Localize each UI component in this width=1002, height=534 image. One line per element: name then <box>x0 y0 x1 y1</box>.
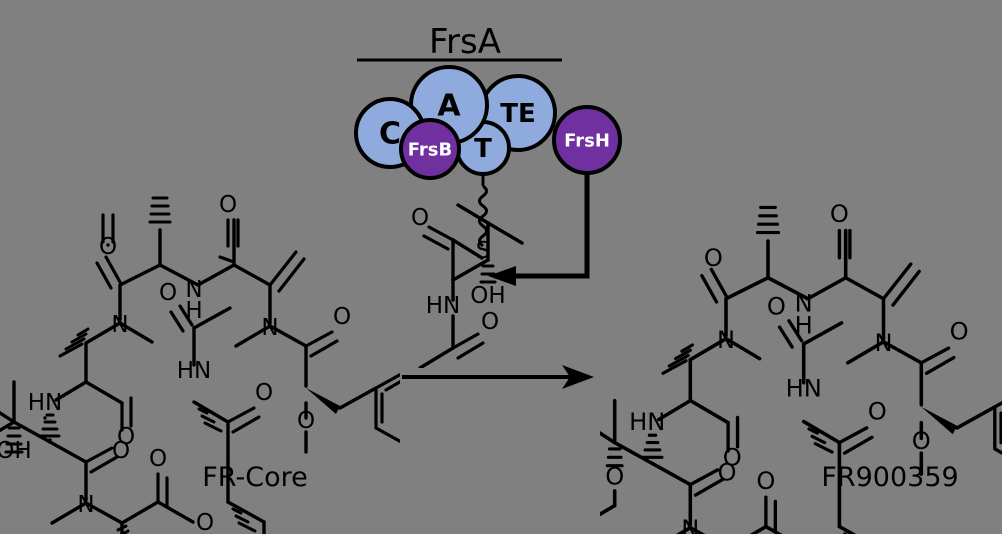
domain-circles <box>354 65 622 180</box>
atom-label-h: H <box>185 298 202 324</box>
atom-label-n: N <box>874 329 892 357</box>
frsh-arrow-head <box>488 266 516 286</box>
product-name-label: FR900359 <box>790 462 990 493</box>
substrate-name-label: FR-Core <box>175 462 335 493</box>
atom-label-nh: N <box>795 289 813 317</box>
domain-label-c: C <box>379 117 401 152</box>
atom-label-n: N <box>717 326 735 354</box>
atom-label-o: O <box>219 192 237 218</box>
atom-label-o: O <box>481 309 499 335</box>
atom-label-oh: OH <box>470 283 505 309</box>
atom-label-o: O <box>767 293 786 321</box>
domain-label-frsb: FrsB <box>408 139 452 160</box>
atom-label-o: O <box>830 200 849 228</box>
atom-label-o: O <box>333 304 351 330</box>
atom-label-o: O <box>704 244 723 272</box>
product-structure-fr900359: O N HN O O O N H O O O O HN O O N H N O … <box>600 200 1002 534</box>
atom-label-oh: OH <box>0 438 32 464</box>
atom-label-n: N <box>111 312 128 338</box>
tethered-substrate-structure <box>418 203 524 368</box>
domain-label-a: A <box>437 89 461 124</box>
atom-label-o: O <box>912 427 931 455</box>
atom-label-o: O <box>723 444 742 472</box>
substrate-name-text: FR-Core <box>202 462 308 493</box>
atom-label-o: O <box>255 380 273 406</box>
atom-label-o: O <box>756 467 775 495</box>
atom-label-hn: HN <box>177 358 212 384</box>
atom-label-o: O <box>117 424 135 450</box>
atom-label-o: O <box>950 318 969 346</box>
atom-label-hn: HN <box>426 293 461 319</box>
atom-label-o: O <box>605 463 624 491</box>
atom-label-h: H <box>795 311 813 339</box>
domain-label-frsh: FrsH <box>564 130 610 151</box>
atom-label-o: O <box>718 458 737 486</box>
atom-label-s: S <box>476 238 491 264</box>
atom-label-hn: HN <box>28 390 63 416</box>
atom-label-n: N <box>681 515 699 534</box>
substrate-structure-frcore: O N HN O OH O N H O O O O HN O O N H N O… <box>0 192 400 534</box>
atom-label-o: O <box>99 234 117 260</box>
ppant-arm <box>478 173 488 248</box>
domain-label-te: TE <box>500 99 536 129</box>
atom-label-o: O <box>411 205 429 231</box>
frsh-transfer-arrow <box>505 172 590 279</box>
product-name-text: FR900359 <box>821 462 959 493</box>
atom-label-o: O <box>159 280 177 306</box>
atom-label-o: O <box>297 408 315 434</box>
atom-label-o: O <box>868 398 887 426</box>
atom-label-o: O <box>112 438 130 464</box>
frsa-title: FrsA <box>429 22 501 62</box>
atom-label-hn: HN <box>629 408 665 436</box>
atom-label-n: N <box>77 492 94 518</box>
atom-label-nh: N <box>185 277 202 303</box>
atom-label-o: O <box>149 446 167 472</box>
reaction-arrow <box>402 365 594 389</box>
reaction-arrow-head <box>562 365 594 389</box>
domain-label-t: T <box>474 134 492 164</box>
enzyme-assembly-line: FrsA C A TE T FrsB FrsH <box>354 22 622 368</box>
atom-label-n: N <box>261 315 278 341</box>
domain-circle-frsb[interactable] <box>399 118 461 180</box>
atom-label-hn: HN <box>786 374 822 402</box>
atom-label-o: O <box>196 510 214 534</box>
